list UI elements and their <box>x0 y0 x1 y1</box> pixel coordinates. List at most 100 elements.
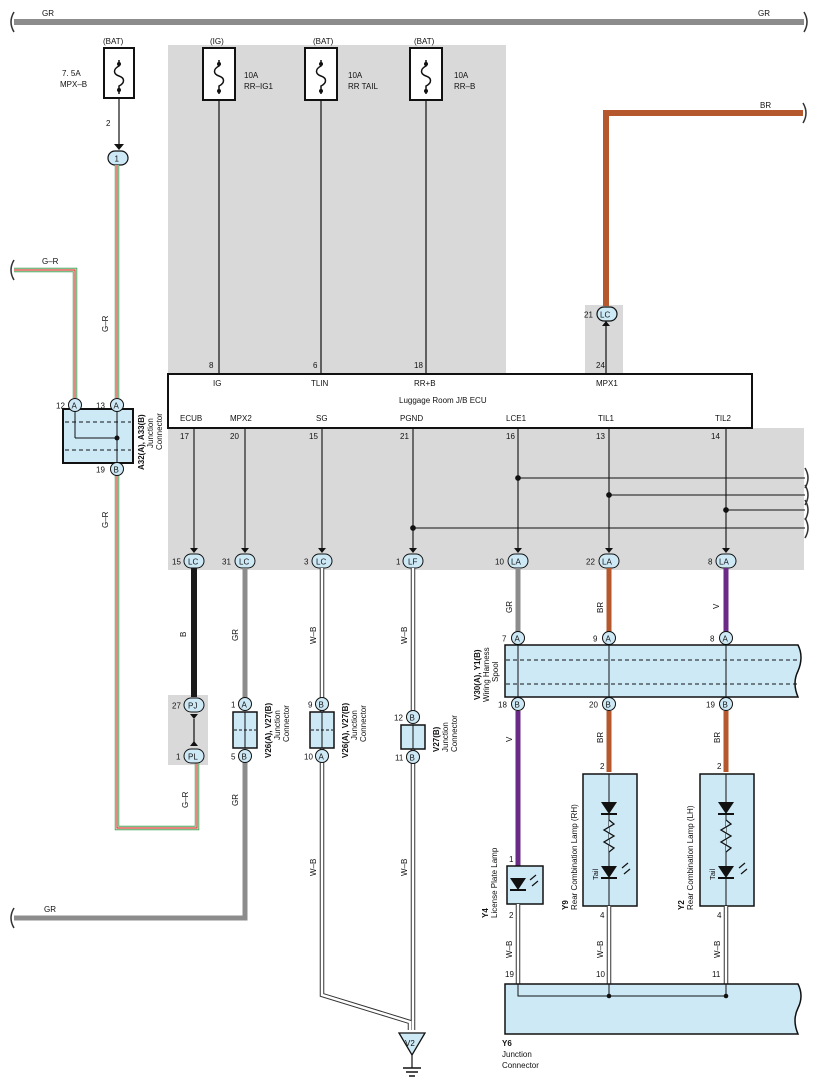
v26b-desc2: Connector <box>359 705 368 742</box>
conn-row-0-conn: LC <box>188 558 198 567</box>
v26a-desc2: Connector <box>282 705 291 742</box>
harness-spool-v30: A A A 7 9 8 B B B 18 20 19 V30(A), Y1(B)… <box>473 631 802 711</box>
y4-pin-in: 1 <box>509 855 514 864</box>
conn-row-5-conn: LA <box>602 558 612 567</box>
la-v-label: V <box>712 603 721 609</box>
v30-bot-conn-2: B <box>723 701 728 710</box>
ecu-bottom-pin-name-6: TIL2 <box>715 414 732 423</box>
ecu-top-pin-num-0: 8 <box>209 361 214 370</box>
ecu-top-pin-name-3: MPX1 <box>596 379 618 388</box>
fuse-rr-tail-name: RR TAIL <box>348 82 378 91</box>
y6-id: Y6 <box>502 1039 512 1048</box>
v30-top-conn-1: A <box>606 635 612 644</box>
lower-br-label-1: BR <box>596 732 605 743</box>
pl-pin: 1 <box>176 753 181 762</box>
v30-top-num-0: 7 <box>502 635 507 644</box>
ecu-bottom-pin-name-5: TIL1 <box>598 414 615 423</box>
v26b-top-pin: 9 <box>308 701 313 710</box>
fuse-rr-b-source: (BAT) <box>414 37 435 46</box>
br-wire-label: BR <box>760 101 771 110</box>
a32-desc1: Junction <box>146 418 155 448</box>
y4-wb-label: W–B <box>505 941 514 958</box>
ecu-internal-wires <box>193 428 809 552</box>
v26a-top-pin: 1 <box>231 701 236 710</box>
ecu-bottom-pin-num-6: 14 <box>711 432 720 441</box>
fuse-rr-ig1: (IG) 10A RR–IG1 <box>202 37 273 374</box>
v30-bot-num-1: 20 <box>589 701 598 710</box>
v26b-bot-pin: 10 <box>304 753 313 762</box>
v26b-bot-conn: A <box>319 753 325 762</box>
fuse-rr-ig1-name: RR–IG1 <box>244 82 273 91</box>
v27-top-conn: B <box>410 714 415 723</box>
lower-color-wires: V BR BR <box>505 711 729 866</box>
fuse-mpx-b-name: MPX–B <box>60 80 87 89</box>
ecu-top-pin-name-2: RR+B <box>414 379 436 388</box>
y9-pin-in: 2 <box>600 762 605 771</box>
fuse-rr-b-rating: 10A <box>454 71 469 80</box>
a32-pin12-badge <box>68 398 82 412</box>
wb-label-4: W–B <box>400 859 409 876</box>
v30-bot-num-0: 18 <box>498 701 507 710</box>
junction-v26-b: B 9 A 10 V26(A), V27(B) Junction Connect… <box>304 697 368 763</box>
wb-label-2: W–B <box>400 627 409 644</box>
top-gr-wire: GR GR <box>10 9 808 33</box>
la-br-label: BR <box>596 602 605 613</box>
gr-vertical-label-2: G–R <box>101 511 110 528</box>
lamp-wb-wires: W–B W–B W–B <box>505 904 729 984</box>
ground-v2: V2 <box>397 1032 427 1077</box>
ecu-title: Luggage Room J/B ECU <box>399 396 487 405</box>
br-conn-label: LC <box>600 311 610 320</box>
y6-pin-2: 11 <box>712 970 721 979</box>
a32-pin13: 13 <box>96 402 105 411</box>
pl-label: PL <box>188 753 198 762</box>
v30-name: V30(A), Y1(B) <box>473 649 482 700</box>
wb-label-3: W–B <box>309 859 318 876</box>
y2-tail: Tail <box>708 868 717 880</box>
la-wires: GR BR V <box>505 568 729 633</box>
conn-row-3-num: 1 <box>396 558 401 567</box>
y4-name: License Plate Lamp <box>490 847 499 918</box>
gr-mpx2-label: GR <box>231 629 240 641</box>
fuse-mpx-b: (BAT) 7. 5A MPX–B 2 <box>60 37 135 150</box>
a32-pin19: 19 <box>96 466 105 475</box>
conn-row-1-num: 31 <box>222 558 231 567</box>
y2-pin-in: 2 <box>717 762 722 771</box>
conn-row-6-num: 8 <box>708 558 713 567</box>
b-wire-label: B <box>179 632 188 637</box>
v27-top-pin: 12 <box>394 714 403 723</box>
v30-top-num-2: 8 <box>710 635 715 644</box>
a32-pin13-badge <box>110 398 124 412</box>
a32-pin12-conn: A <box>72 402 78 411</box>
v26b-desc1: Junction <box>350 710 359 740</box>
ecu-bottom-pin-num-5: 13 <box>596 432 605 441</box>
y9-name: Rear Combination Lamp (RH) <box>570 804 579 910</box>
conn-row-6-conn: LA <box>719 558 729 567</box>
y4-pin-out: 2 <box>509 911 514 920</box>
y6-desc1: Junction <box>502 1050 532 1059</box>
v27-name: V27(B) <box>432 726 441 752</box>
ecu-bottom-pin-name-4: LCE1 <box>506 414 527 423</box>
gr-mpx2-wire: GR GR GR <box>10 568 248 929</box>
lower-ecu-panel <box>168 428 804 570</box>
junction-a32-a33: A 12 A 13 B 19 A32(A), A33(B) Junction C… <box>56 398 164 476</box>
ecu-bottom-pin-name-0: ECUB <box>180 414 202 423</box>
la-gr-label: GR <box>505 601 514 613</box>
conn-row-4-conn: LA <box>511 558 521 567</box>
y6-pin-0: 19 <box>505 970 514 979</box>
wb-wires: W–B W–B W–B W–B <box>309 568 416 1030</box>
br-pin-24: 24 <box>596 361 605 370</box>
lamp-y2: 2 Tail 4 Y2 Rear Combination Lamp (LH) <box>677 762 755 920</box>
luggage-room-ecu: Luggage Room J/B ECU 8 IG 6 TLIN 18 RR+B… <box>167 361 753 441</box>
conn-row-2-num: 3 <box>304 558 309 567</box>
fuse-rr-b-name: RR–B <box>454 82 475 91</box>
v30-desc1: Wiring Harness <box>482 647 491 702</box>
conn-row-3-conn: LF <box>408 558 417 567</box>
b-wire: B PJ 27 PL 1 <box>172 568 205 764</box>
ecu-bottom-pin-num-3: 21 <box>400 432 409 441</box>
a32-pin19-badge <box>110 462 124 476</box>
top-wire-left-label: GR <box>42 9 54 18</box>
lower-v-label: V <box>505 736 514 742</box>
fuse-rr-tail-source: (BAT) <box>313 37 334 46</box>
fuse-rr-b: (BAT) 10A RR–B <box>409 37 475 374</box>
fuse-mpx-b-rating: 7. 5A <box>62 69 81 78</box>
